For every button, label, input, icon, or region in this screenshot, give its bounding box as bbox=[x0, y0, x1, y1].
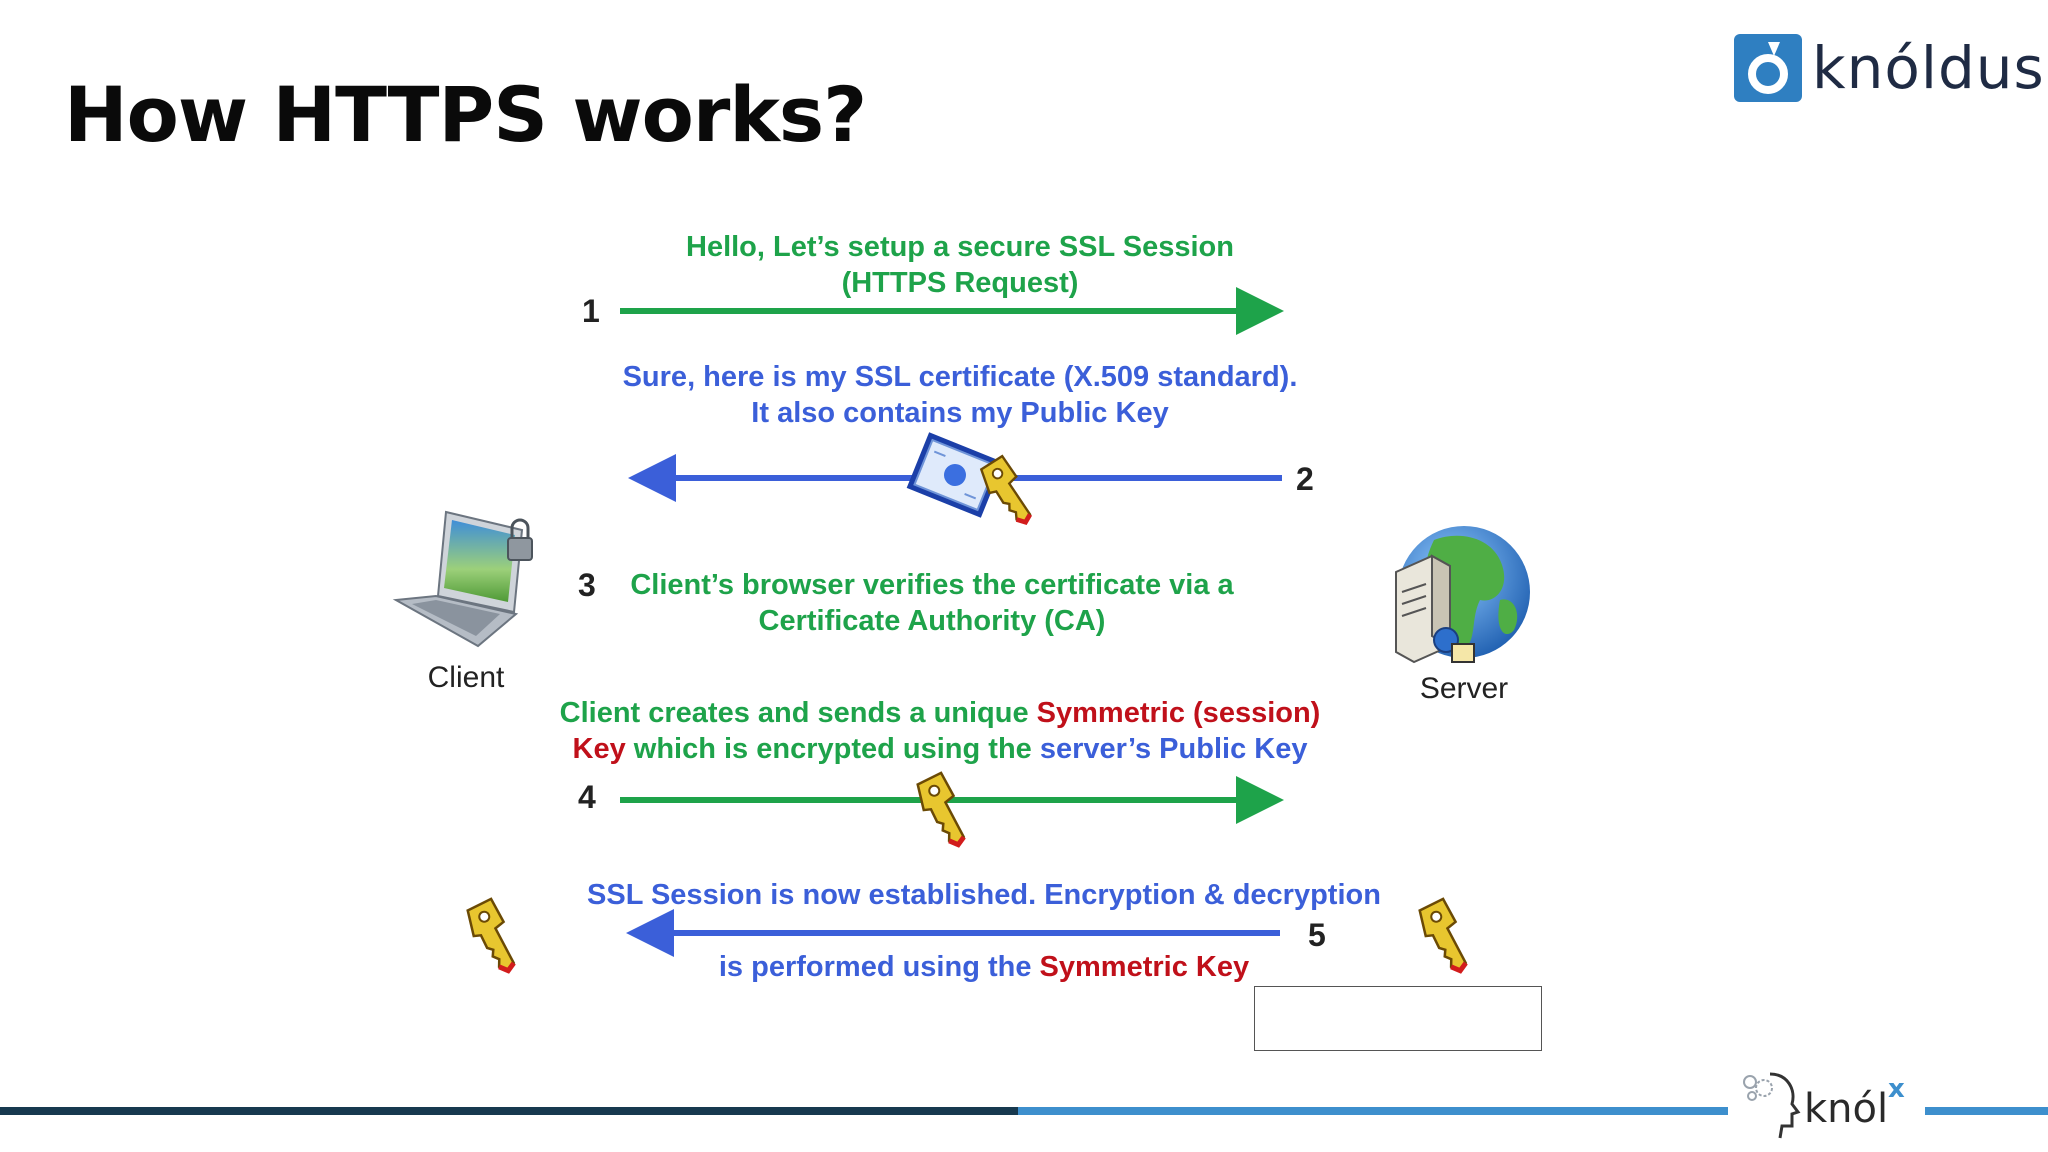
knolx-logo-sup: x bbox=[1888, 1074, 1905, 1104]
knoldus-logo-word: knóldus bbox=[1812, 34, 2045, 102]
empty-box bbox=[1254, 986, 1542, 1051]
step-3-text-line-2: Certificate Authority (CA) bbox=[759, 605, 1106, 637]
step-2-text-line-1: Sure, here is my SSL certificate (X.509 … bbox=[623, 361, 1298, 393]
step-5-line-2-part-a: is performed using the bbox=[719, 951, 1040, 983]
page-title: How HTTPS works? bbox=[64, 70, 867, 159]
key-icon bbox=[1415, 898, 1473, 978]
footer-bar-light-end bbox=[1925, 1107, 2048, 1115]
knolx-logo-word: knól bbox=[1804, 1086, 1889, 1132]
step-4-line-2-part-b: which is encrypted using the bbox=[626, 733, 1040, 765]
step-1-number: 1 bbox=[582, 293, 600, 329]
certificate-icon bbox=[906, 432, 1004, 518]
step-3-number: 3 bbox=[578, 567, 596, 603]
footer-bar-dark bbox=[0, 1107, 1018, 1115]
step-5-text-line-1: SSL Session is now established. Encrypti… bbox=[587, 879, 1381, 911]
step-1-text-line-2: (HTTPS Request) bbox=[842, 267, 1079, 299]
step-5-line-2-part-b: Symmetric Key bbox=[1040, 951, 1250, 983]
step-4-line-2-part-a: Key bbox=[573, 733, 626, 765]
step-2-text-line-2: It also contains my Public Key bbox=[751, 397, 1168, 429]
step-4-text-line-2: Key which is encrypted using the server’… bbox=[573, 733, 1308, 765]
knoldus-logo-icon bbox=[1734, 34, 1802, 102]
server-label: Server bbox=[1420, 672, 1508, 705]
key-icon bbox=[913, 772, 971, 852]
step-5-text-line-2: is performed using the Symmetric Key bbox=[719, 951, 1249, 983]
step-2-number: 2 bbox=[1296, 461, 1314, 497]
step-4-number: 4 bbox=[578, 779, 596, 815]
head-gears-icon bbox=[1743, 1072, 1801, 1139]
key-icon bbox=[463, 898, 521, 978]
step-3-text-line-1: Client’s browser verifies the certificat… bbox=[630, 569, 1234, 601]
laptop-lock-icon bbox=[392, 510, 533, 648]
step-4-text-line-1: Client creates and sends a unique Symmet… bbox=[560, 697, 1321, 729]
knolx-logo: knól x bbox=[1730, 1060, 1922, 1144]
step-1-text-line-1: Hello, Let’s setup a secure SSL Session bbox=[686, 231, 1234, 263]
knoldus-logo: knóldus bbox=[1734, 34, 2044, 106]
step-5-number: 5 bbox=[1308, 917, 1326, 953]
footer-bar-light bbox=[1018, 1107, 1728, 1115]
step-4-line-1-part-b: Symmetric (session) bbox=[1037, 697, 1321, 729]
step-4-line-1-part-a: Client creates and sends a unique bbox=[560, 697, 1037, 729]
server-globe-icon bbox=[1395, 526, 1530, 664]
step-4-line-2-part-c: server’s Public Key bbox=[1040, 733, 1308, 765]
client-label: Client bbox=[428, 661, 505, 694]
